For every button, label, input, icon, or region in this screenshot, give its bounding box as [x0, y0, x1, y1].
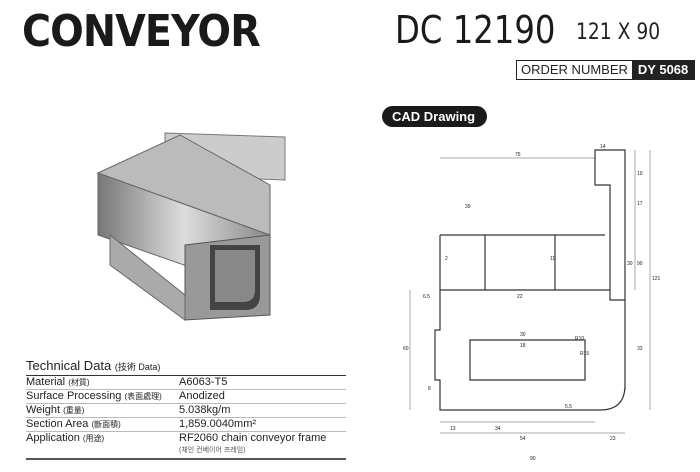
table-row: Application (用途) RF2060 chain conveyor fr… [26, 432, 346, 445]
row-key-sub: (斷面積) [91, 420, 121, 429]
row-key-sub: (用途) [82, 434, 105, 443]
table-end-rule [26, 458, 346, 460]
row-key: Weight [26, 404, 61, 416]
dim-54: 54 [520, 436, 526, 442]
dim-33: 33 [637, 346, 643, 352]
profile-3d-image [96, 132, 286, 321]
dim-13: 13 [450, 426, 456, 432]
dim-10: 10 [637, 171, 643, 177]
row-value: 5.038kg/m [179, 404, 231, 416]
technical-data-table: Technical Data (技術 Data) Material (材質) A6… [26, 358, 346, 460]
order-number-value: DY 5068 [631, 61, 695, 79]
dim-2: 2 [445, 256, 448, 262]
dim-30: 30 [627, 261, 633, 267]
dim-90-bottom: 90 [530, 456, 536, 462]
dim-22: 22 [517, 294, 523, 300]
dim-39: 39 [465, 204, 471, 210]
row-key: Surface Processing [26, 390, 122, 402]
row-key-sub: (材質) [68, 378, 90, 387]
dim-8: 8 [428, 386, 431, 392]
row-key-sub: (表面處理) [124, 392, 162, 401]
order-number-label: ORDER NUMBER [517, 61, 632, 79]
row-key: Section Area [26, 418, 89, 430]
dim-11: 11 [550, 256, 555, 262]
dim-r10: R10 [575, 336, 584, 342]
technical-data-heading: Technical Data (技術 Data) [26, 358, 346, 376]
row-key: Material [26, 376, 66, 388]
row-value: A6063-T5 [179, 376, 228, 388]
dim-60: 60 [403, 346, 409, 352]
dim-90: 90 [637, 261, 643, 267]
row-value: 1,859.0040mm² [179, 418, 257, 430]
dim-14: 14 [600, 144, 606, 150]
dim-6-5: 6.5 [423, 294, 430, 300]
cad-drawing-label: CAD Drawing [382, 106, 488, 127]
dim-23: 23 [610, 436, 616, 442]
cad-drawing: 75 14 10 17 30 90 121 39 2 22 6.5 60 33 … [403, 144, 661, 462]
dim-18: 18 [520, 343, 526, 349]
dim-75: 75 [515, 152, 521, 158]
dim-r15: R15 [580, 351, 589, 357]
row-value: Anodized [179, 390, 225, 402]
dim-30b: 30 [520, 332, 526, 338]
model-number: DC 12190 [395, 8, 556, 52]
dim-121: 121 [652, 276, 661, 282]
dim-5-5: 5.5 [565, 404, 572, 410]
order-number-badge: ORDER NUMBER DY 5068 [516, 60, 696, 80]
row-value: RF2060 chain conveyor frame [179, 432, 327, 444]
page-title: CONVEYOR [22, 6, 261, 57]
dim-17: 17 [637, 201, 643, 207]
row-key-sub: (重量) [63, 406, 85, 415]
profile-size: 121 X 90 [576, 20, 661, 45]
table-row: Surface Processing (表面處理) Anodized [26, 390, 346, 404]
row-key: Application [26, 432, 80, 444]
table-row: Weight (重量) 5.038kg/m [26, 404, 346, 418]
heading-sub: (技術 Data) [114, 362, 161, 372]
application-sub: (체인 컨베이어 프레임) [179, 447, 246, 454]
table-row: Section Area (斷面積) 1,859.0040mm² [26, 418, 346, 432]
heading-text: Technical Data [26, 358, 112, 373]
dim-34: 34 [495, 426, 501, 432]
table-row: Material (材質) A6063-T5 [26, 376, 346, 390]
